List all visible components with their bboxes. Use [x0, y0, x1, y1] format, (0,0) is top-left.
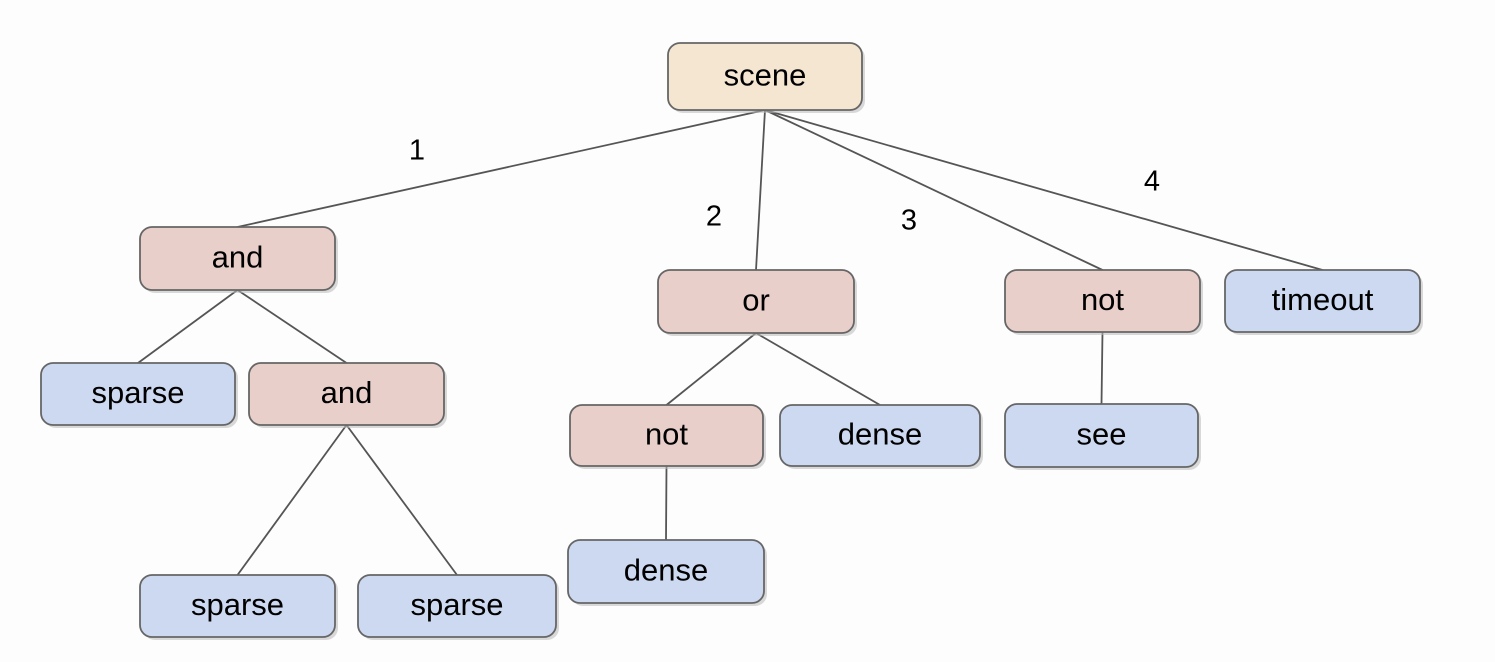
- tree-node-scene[interactable]: scene: [667, 42, 865, 113]
- node-box-dense2[interactable]: [567, 539, 765, 604]
- node-box-not2[interactable]: [569, 404, 764, 467]
- edge-labels-layer: 1 2 3 4: [409, 135, 1160, 237]
- tree-node-sparse2[interactable]: sparse: [139, 574, 338, 640]
- tree-node-or1[interactable]: or: [657, 269, 857, 336]
- node-box-and1[interactable]: [139, 226, 336, 291]
- node-label-dense2: dense: [624, 553, 708, 588]
- node-label-sparse1: sparse: [91, 375, 184, 410]
- node-box-sparse3[interactable]: [357, 574, 557, 638]
- node-label-not1: not: [1081, 282, 1124, 317]
- node-label-not2: not: [645, 417, 688, 452]
- node-box-sparse2[interactable]: [139, 574, 336, 638]
- tree-edge-scene-to-timeout1: [764, 109, 1324, 271]
- node-label-dense1: dense: [838, 417, 922, 452]
- nodes-layer: scene and or not timeout sparse and not dense see…: [40, 42, 1423, 640]
- tree-edge-and1-to-sparse1: [137, 289, 239, 364]
- node-label-and2: and: [321, 375, 373, 410]
- node-label-sparse3: sparse: [410, 587, 503, 622]
- tree-node-dense2[interactable]: dense: [567, 539, 767, 606]
- edge-label-scene-to-not1: 3: [901, 205, 917, 237]
- edge-label-scene-to-timeout1: 4: [1144, 166, 1160, 198]
- node-box-sparse1[interactable]: [40, 362, 236, 426]
- node-box-or1[interactable]: [657, 269, 855, 334]
- tree-edge-and2-to-sparse2: [236, 424, 348, 576]
- node-box-dense1[interactable]: [779, 404, 981, 467]
- edge-label-scene-to-and1: 1: [409, 135, 425, 167]
- node-box-not1[interactable]: [1004, 269, 1201, 333]
- tree-edge-or1-to-not2: [665, 332, 757, 406]
- edges-layer: [137, 109, 1324, 576]
- node-box-see1[interactable]: [1004, 403, 1199, 468]
- tree-edge-scene-to-or1: [755, 109, 766, 271]
- tree-node-sparse1[interactable]: sparse: [40, 362, 238, 428]
- tree-node-not1[interactable]: not: [1004, 269, 1203, 335]
- tree-node-dense1[interactable]: dense: [779, 404, 983, 469]
- tree-node-timeout1[interactable]: timeout: [1224, 269, 1423, 335]
- tree-edge-and1-to-and2: [236, 289, 348, 364]
- node-box-timeout1[interactable]: [1224, 269, 1421, 333]
- tree-node-sparse3[interactable]: sparse: [357, 574, 559, 640]
- tree-node-see1[interactable]: see: [1004, 403, 1201, 470]
- node-label-scene: scene: [724, 58, 807, 93]
- tree-edge-and2-to-sparse3: [345, 424, 458, 576]
- tree-edge-or1-to-dense1: [755, 332, 881, 406]
- tree-edge-scene-to-and1: [236, 109, 766, 228]
- tree-node-not2[interactable]: not: [569, 404, 766, 469]
- tree-edge-not2-to-dense2: [665, 465, 668, 541]
- tree-edge-scene-to-not1: [764, 109, 1104, 271]
- tree-node-and2[interactable]: and: [248, 362, 447, 428]
- node-label-timeout1: timeout: [1272, 282, 1374, 317]
- node-box-and2[interactable]: [248, 362, 445, 426]
- node-label-see1: see: [1077, 417, 1127, 452]
- tree-edge-not1-to-see1: [1100, 331, 1104, 405]
- node-label-sparse2: sparse: [191, 587, 284, 622]
- tree-node-and1[interactable]: and: [139, 226, 338, 293]
- node-box-scene[interactable]: [667, 42, 863, 111]
- edge-label-scene-to-or1: 2: [706, 201, 722, 233]
- node-label-or1: or: [742, 283, 770, 318]
- node-label-and1: and: [212, 240, 264, 275]
